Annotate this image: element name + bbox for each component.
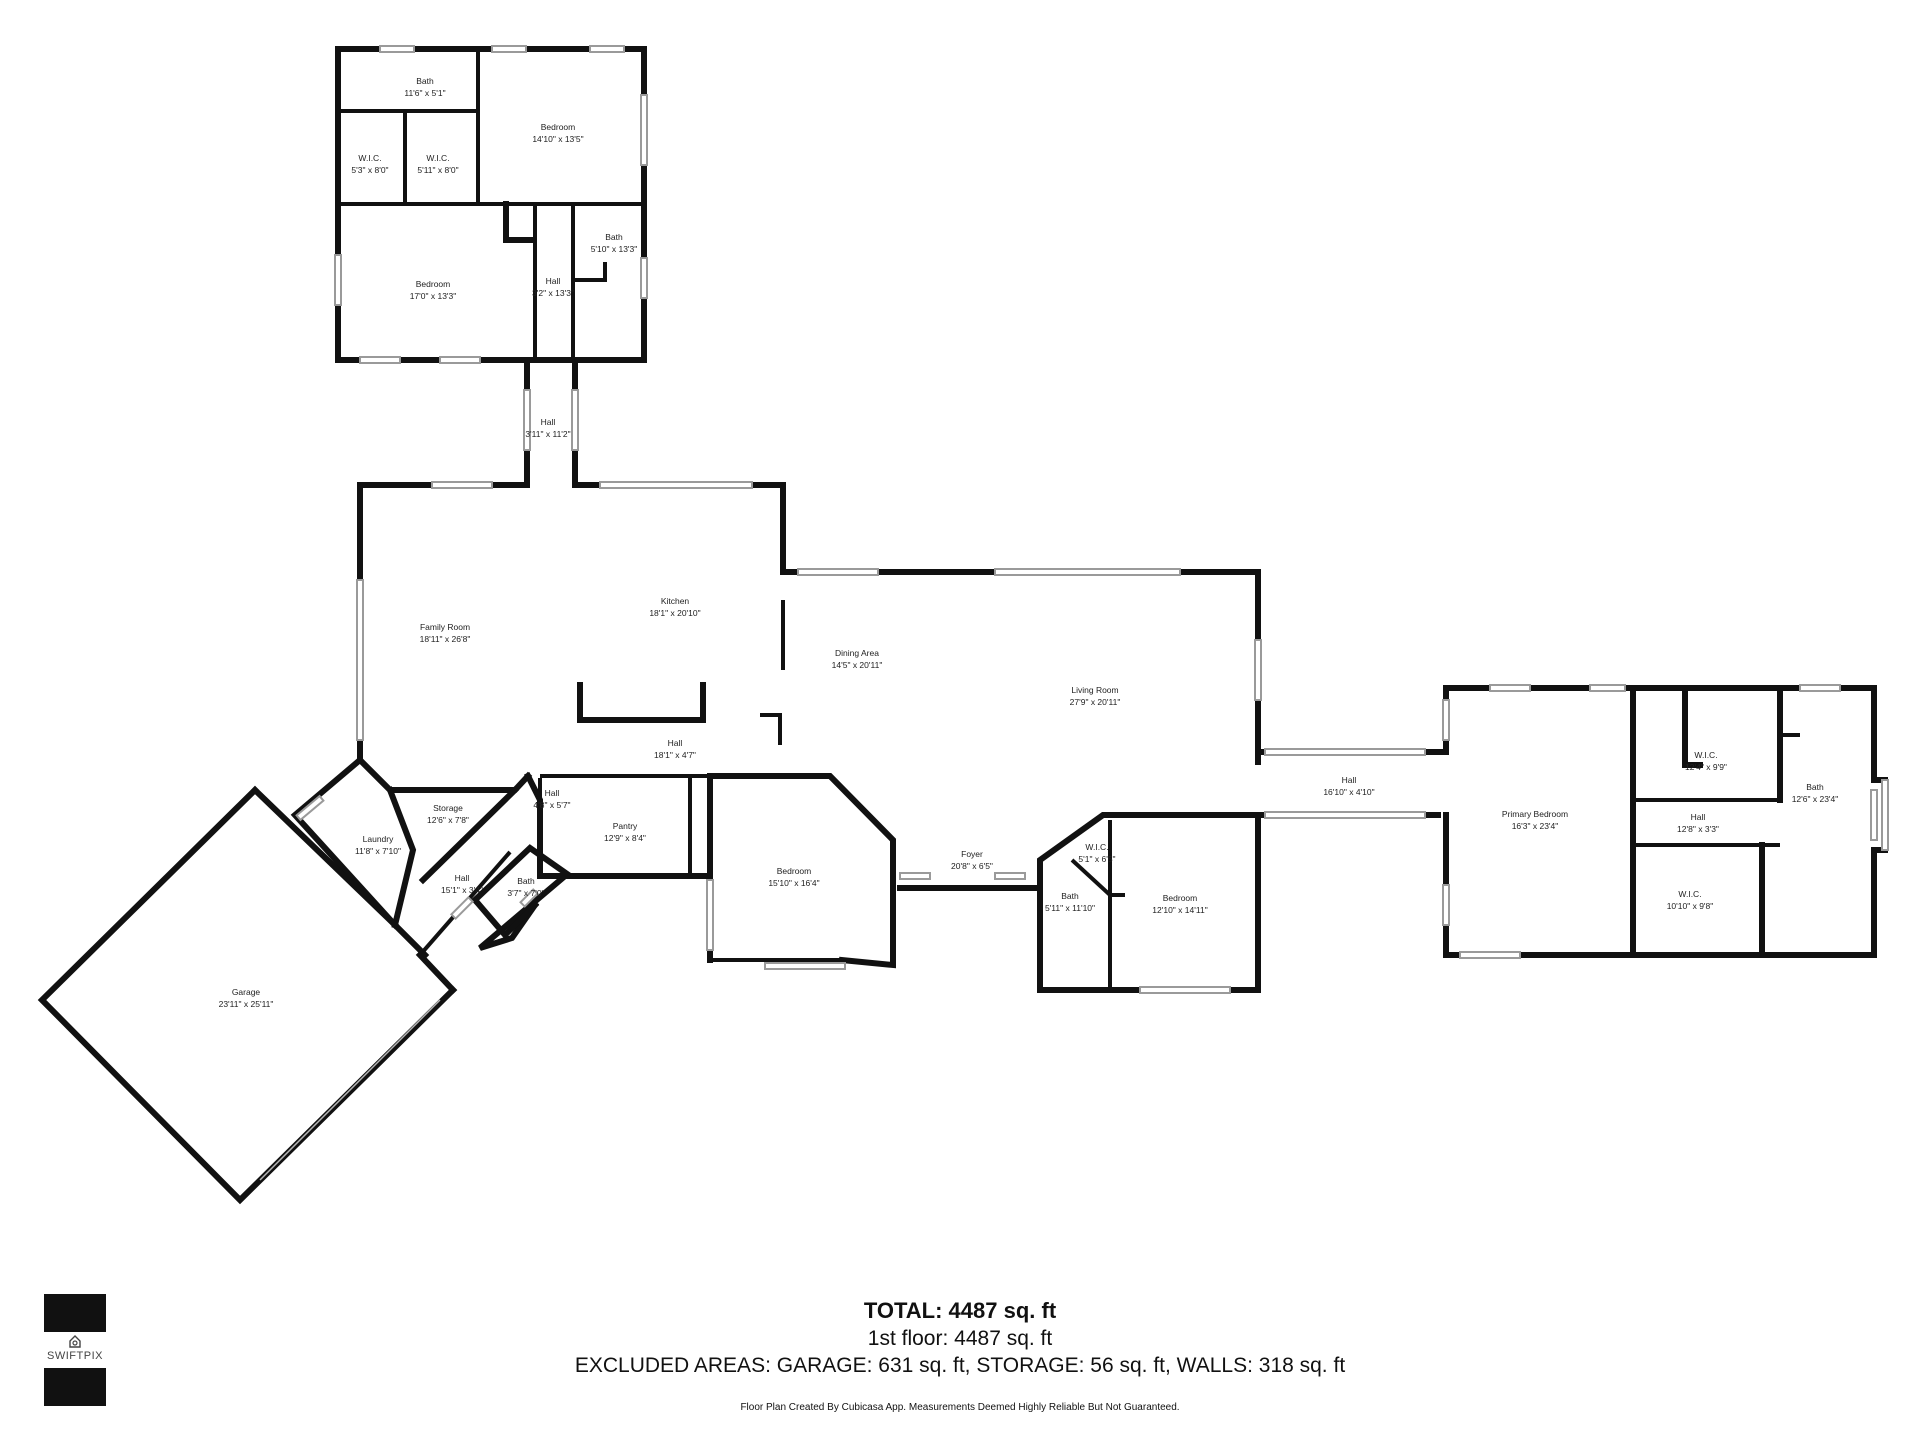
room-label: Bath: [416, 76, 434, 86]
room-label: Bedroom: [777, 866, 812, 876]
room-label: W.I.C.: [1678, 889, 1701, 899]
room-label: Living Room: [1071, 685, 1118, 695]
room-dimension: 16'10" x 4'10": [1323, 787, 1374, 797]
room-label: W.I.C.: [358, 153, 381, 163]
room-label: Dining Area: [835, 648, 879, 658]
room-label: Storage: [433, 803, 463, 813]
logo-block-top: [44, 1294, 106, 1332]
room-dimension: 12'4" x 9'9": [1685, 762, 1727, 772]
room-dimension: 18'11" x 26'8": [420, 634, 471, 644]
room-label: Kitchen: [661, 596, 690, 606]
room-dimension: 3'11" x 11'2": [525, 429, 570, 439]
room-label: Bedroom: [416, 279, 451, 289]
room-dimension: 14'5" x 20'11": [832, 660, 883, 670]
link-hall-walls: [523, 357, 579, 488]
room-label: Bath: [1061, 891, 1079, 901]
room-dimension: 23'11" x 25'11": [219, 999, 274, 1009]
room-dimension: 14'10" x 13'5": [532, 134, 583, 144]
room-dimension: 20'8" x 6'5": [951, 861, 993, 871]
room-labels: Bath 11'6" x 5'1" W.I.C. 5'3" x 8'0" W.I…: [219, 76, 1839, 1009]
primary-suite-walls: [1435, 685, 1888, 958]
room-dimension: 5'10" x 13'3": [591, 244, 638, 254]
room-label: Garage: [232, 987, 261, 997]
room-dimension: 12'6" x 7'8": [427, 815, 469, 825]
floor-area: 1st floor: 4487 sq. ft: [867, 1327, 1053, 1350]
disclaimer: Floor Plan Created By Cubicasa App. Meas…: [740, 1402, 1180, 1413]
room-label: Primary Bedroom: [1502, 809, 1568, 819]
total-area: TOTAL: 4487 sq. ft: [863, 1298, 1057, 1323]
room-label: Hall: [1691, 812, 1706, 822]
room-dimension: 5'11" x 8'0": [417, 165, 458, 175]
room-label: Hall: [668, 738, 683, 748]
room-dimension: 5'1" x 6'5": [1078, 854, 1115, 864]
north-wing-windows: [334, 45, 648, 364]
logo-block-bottom: [44, 1368, 106, 1406]
main-windows: [356, 481, 1262, 994]
room-label: Bath: [1806, 782, 1824, 792]
brand-logo: SWIFTPIX: [44, 1294, 106, 1406]
room-dimension: 15'10" x 16'4": [768, 878, 819, 888]
room-dimension: 5'3" x 8'0": [351, 165, 388, 175]
room-label: Bath: [517, 876, 535, 886]
room-dimension: 17'0" x 13'3": [410, 291, 457, 301]
room-dimension: 18'1" x 4'7": [654, 750, 696, 760]
room-label: Hall: [546, 276, 561, 286]
room-label: W.I.C.: [1694, 750, 1717, 760]
room-label: Hall: [455, 873, 470, 883]
garage-walls: [37, 785, 458, 1205]
room-label: Bedroom: [541, 122, 576, 132]
room-dimension: 12'10" x 14'11": [1152, 905, 1207, 915]
room-dimension: 12'9" x 8'4": [604, 833, 646, 843]
room-dimension: 12'6" x 23'4": [1792, 794, 1839, 804]
room-label: W.I.C.: [426, 153, 449, 163]
room-dimension: 3'7" x 7'0": [507, 888, 544, 898]
room-label: Family Room: [420, 622, 470, 632]
room-dimension: 11'8" x 7'10": [355, 846, 401, 856]
room-dimension: 11'6" x 5'1": [404, 88, 445, 98]
room-label: Foyer: [961, 849, 983, 859]
room-label: W.I.C.: [1085, 842, 1108, 852]
room-dimension: 3'2" x 13'3": [532, 288, 574, 298]
room-dimension: 27'9" x 20'11": [1070, 697, 1121, 707]
room-label: Pantry: [613, 821, 638, 831]
north-wing-walls: [335, 46, 647, 363]
primary-suite-windows: [1442, 684, 1889, 959]
room-label: Bedroom: [1163, 893, 1198, 903]
excluded-areas: EXCLUDED AREAS: GARAGE: 631 sq. ft, STOR…: [574, 1354, 1346, 1377]
logo-wordmark: SWIFTPIX: [47, 1350, 103, 1362]
room-label: Hall: [541, 417, 556, 427]
room-dimension: 16'3" x 23'4": [1512, 821, 1559, 831]
service-openings: [295, 794, 539, 921]
room-dimension: 15'1" x 3'4": [441, 885, 483, 895]
room-dimension: 18'1" x 20'10": [649, 608, 700, 618]
room-label: Hall: [1342, 775, 1357, 785]
room-label: Hall: [545, 788, 560, 798]
east-hall-walls: [1255, 748, 1441, 819]
house-icon: [69, 1335, 81, 1348]
main-walls: [357, 482, 1261, 993]
room-label: Laundry: [363, 834, 394, 844]
room-dimension: 12'8" x 3'3": [1677, 824, 1719, 834]
room-dimension: 5'11" x 11'10": [1045, 903, 1095, 913]
room-dimension: 10'10" x 9'8": [1667, 901, 1714, 911]
room-label: Bath: [605, 232, 623, 242]
room-dimension: 4'8" x 5'7": [533, 800, 570, 810]
service-walls: [290, 755, 580, 960]
